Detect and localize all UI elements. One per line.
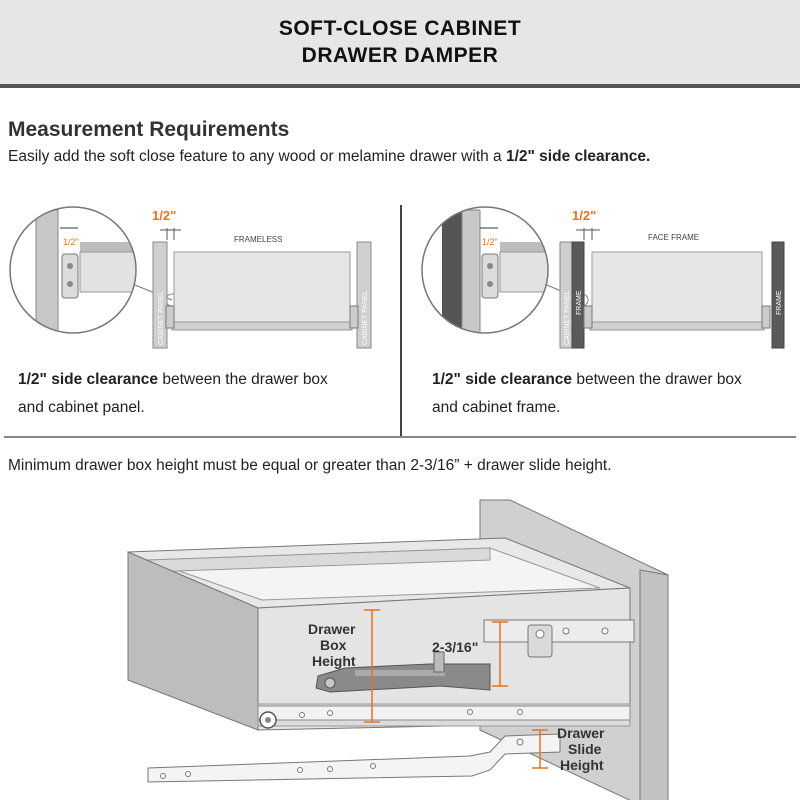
header-title-line2: DRAWER DAMPER [301,44,499,67]
intro-prefix: Easily add the soft close feature to any… [8,148,506,165]
panel-right-label: CABINET PANEL [362,290,369,345]
caption-left-line2: and cabinet panel. [18,399,145,416]
box-height-label-1: Drawer [308,621,356,637]
caption-left-bold: 1/2" side clearance [18,371,159,388]
page-header: SOFT-CLOSE CABINET DRAWER DAMPER [0,0,800,88]
frameless-diagram: 1/2" CABINET PANEL CABINET PANEL 1/2" FR… [9,206,372,349]
vertical-divider [400,205,402,437]
header-title-line1: SOFT-CLOSE CABINET [278,17,522,40]
face-frame-left [571,241,585,349]
horizontal-divider [4,436,796,438]
panel-left-label: CABINET PANEL [158,290,165,345]
caption-left-rest: between the drawer box [158,371,328,388]
cabinet-slide [483,619,635,643]
drawer-box-right [591,251,763,325]
section-title: Measurement Requirements [8,118,290,141]
drawer-box-left [173,251,351,325]
caption-right-line2: and cabinet frame. [432,399,561,416]
slide-height-label-3: Height [560,757,604,773]
dim-label-left: 1/2" [152,208,176,223]
box-height-label-2: Box [320,637,347,653]
intro-bold: 1/2" side clearance. [505,148,651,165]
box-height-label-3: Height [312,653,356,669]
detached-slide [147,733,561,783]
caption-right: 1/2" side clearance between the drawer b… [432,366,742,422]
caption-left: 1/2" side clearance between the drawer b… [18,366,328,422]
zoom-label-right: 1/2" [482,237,498,247]
ff-panel-left-label: CABINET PANEL [564,290,571,345]
cabinet-panel-left [152,241,168,349]
zoom-label-left: 1/2" [63,237,79,247]
intro-text: Easily add the soft close feature to any… [8,148,650,166]
face-frame-diagram: 1/2" CABINET PANEL FRAME FRAME 1/2" FACE… [421,206,785,349]
caption-right-bold: 1/2" side clearance [432,371,573,388]
slide-height-label-2: Slide [568,741,602,757]
type-label-right: FACE FRAME [648,233,699,242]
minimum-height-text: Minimum drawer box height must be equal … [8,457,612,474]
slide-height-label-1: Drawer [557,725,605,741]
ff-frame-left-label: FRAME [576,290,583,315]
type-label-left: FRAMELESS [234,235,282,244]
dim-label-right: 1/2" [572,208,596,223]
face-frame-right [771,241,785,349]
drawer-side-rail [257,705,631,721]
ff-frame-right-label: FRAME [776,290,783,315]
cabinet-panel-right [356,241,372,349]
zoom-detail-right [422,207,548,333]
drawer-illustration: Drawer Box Height 2-3/16" Drawer Slide H… [127,499,669,800]
dimension-label: 2-3/16" [432,639,478,655]
caption-right-rest: between the drawer box [572,371,742,388]
